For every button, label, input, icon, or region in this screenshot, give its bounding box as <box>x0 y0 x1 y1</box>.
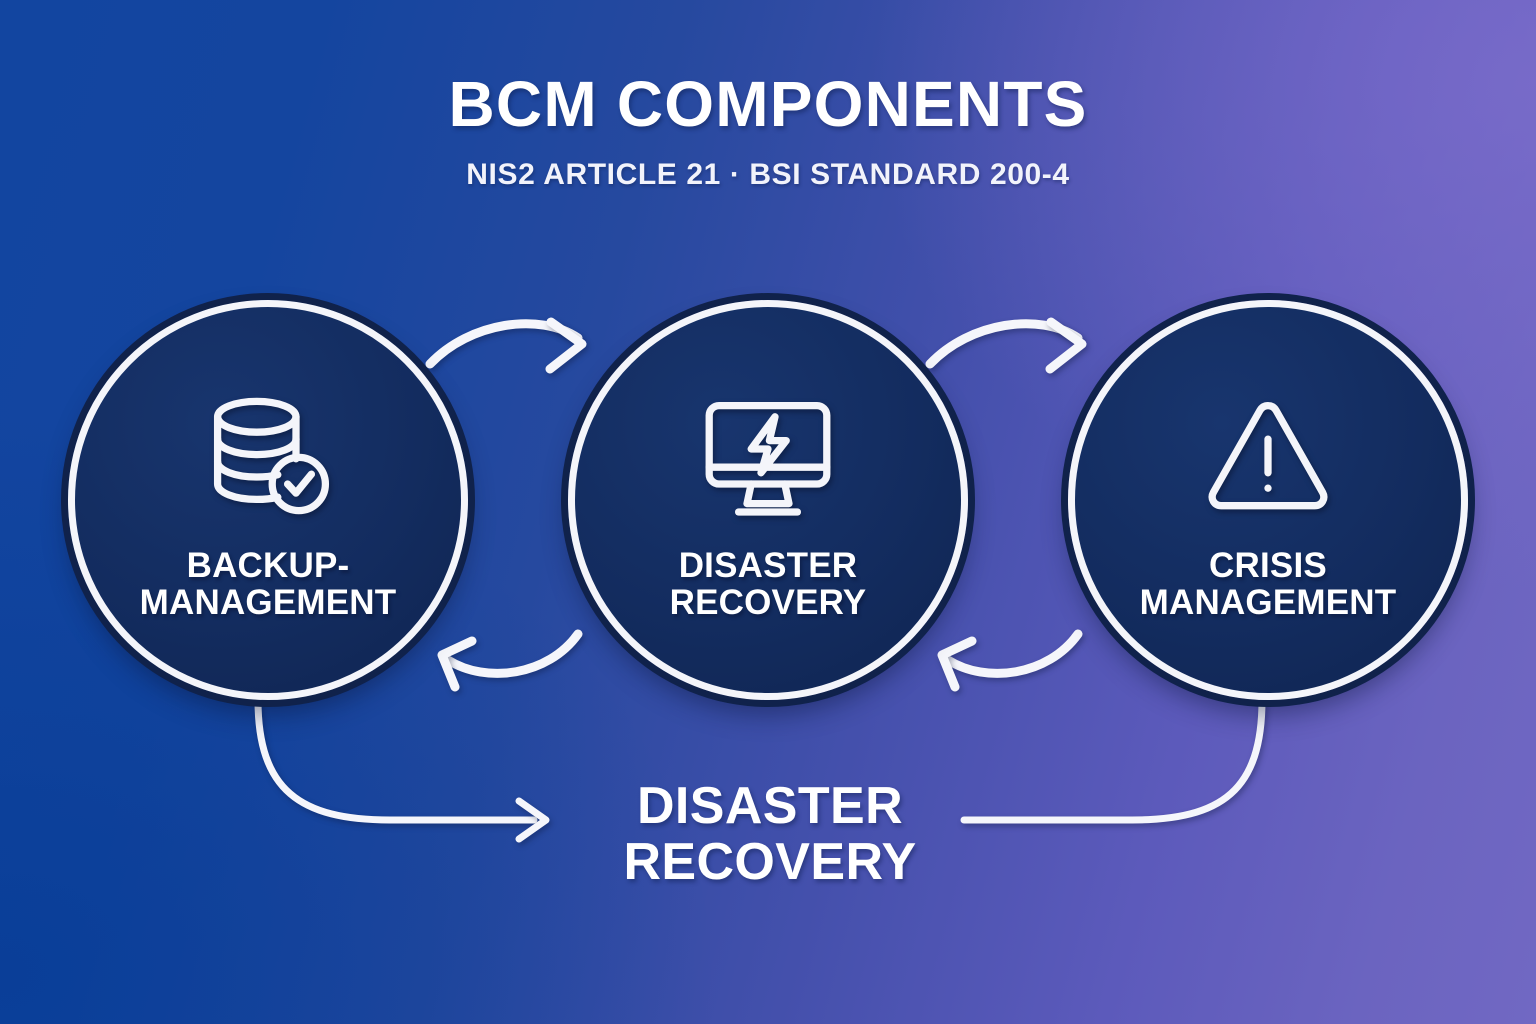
arrow-crisis-to-disaster <box>937 629 1083 692</box>
connector-crisis-to-bottom-label <box>960 696 1266 824</box>
node-label-backup-management: BACKUP- MANAGEMENT <box>83 547 453 621</box>
node-label-line1: BACKUP- <box>186 546 350 585</box>
node-label-line1: CRISIS <box>1209 546 1327 585</box>
header: BCM COMPONENTS NIS2 ARTICLE 21 · BSI STA… <box>0 72 1536 192</box>
page-title: BCM COMPONENTS <box>448 68 1088 140</box>
bottom-label-line2: RECOVERY <box>623 833 917 892</box>
node-label-line2: RECOVERY <box>669 583 867 623</box>
bottom-label-disaster-recovery: DISASTER RECOVERY <box>560 778 980 890</box>
arrow-backup-to-disaster <box>425 317 587 374</box>
monitor-lightning-icon <box>693 381 843 531</box>
database-check-icon <box>193 381 343 531</box>
node-backup-management[interactable]: BACKUP- MANAGEMENT <box>68 300 468 700</box>
warning-triangle-icon <box>1193 381 1343 531</box>
node-label-crisis-management: CRISIS MANAGEMENT <box>1083 547 1453 621</box>
arrow-disaster-to-backup <box>437 629 583 692</box>
node-label-disaster-recovery: DISASTER RECOVERY <box>583 547 953 621</box>
page-subtitle: NIS2 ARTICLE 21 · BSI STANDARD 200-4 <box>466 158 1070 191</box>
node-label-line2: MANAGEMENT <box>139 583 397 623</box>
bottom-label-line1: DISASTER <box>636 777 904 835</box>
arrow-disaster-to-crisis <box>925 317 1087 374</box>
node-crisis-management[interactable]: CRISIS MANAGEMENT <box>1068 300 1468 700</box>
connector-backup-to-bottom-label <box>254 696 550 843</box>
node-label-line1: DISASTER <box>678 546 858 585</box>
node-label-line2: MANAGEMENT <box>1139 583 1397 623</box>
node-disaster-recovery[interactable]: DISASTER RECOVERY <box>568 300 968 700</box>
